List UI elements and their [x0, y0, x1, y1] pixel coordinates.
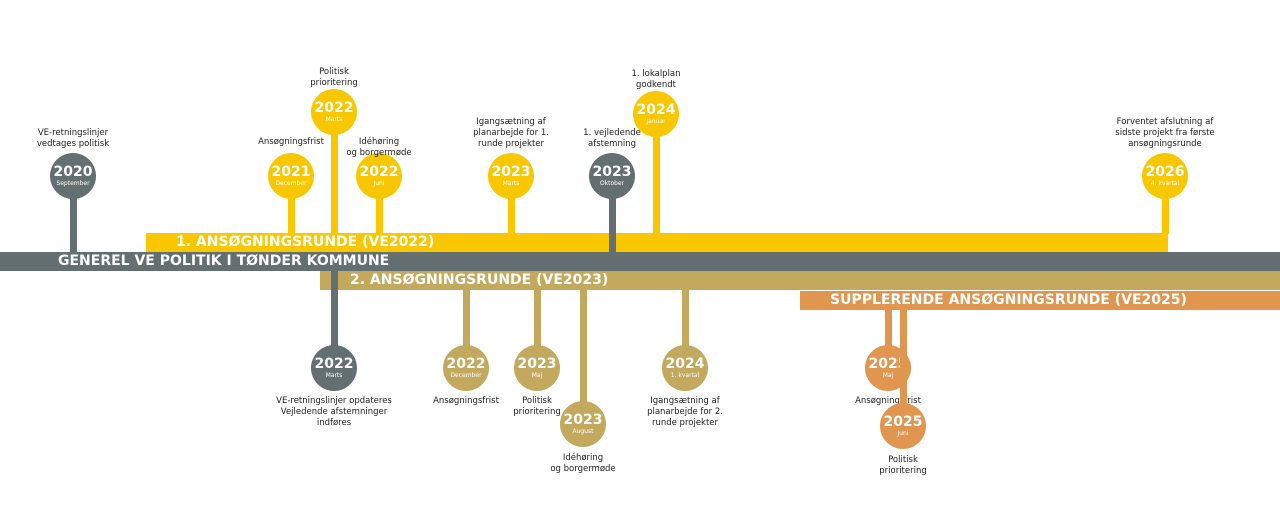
bar-runde2: 2. ANSØGNINGSRUNDE (VE2023) [320, 271, 1280, 290]
milestone-month: Oktober [599, 180, 625, 187]
milestone-stem [885, 310, 892, 348]
milestone-stem [508, 196, 515, 234]
milestone-stem [331, 132, 338, 234]
milestone-label: Igangsætning af planarbejde for 1. runde… [473, 117, 549, 149]
milestone-label: Idéhøring og borgermøde [346, 137, 412, 158]
milestone-stem [609, 196, 616, 254]
milestone-stem [331, 271, 338, 348]
milestone-month: Juni [373, 180, 385, 187]
milestone-stem [682, 290, 689, 348]
milestone-stem [1162, 196, 1169, 234]
milestone-stem [70, 196, 77, 254]
bar-runde1: 1. ANSØGNINGSRUNDE (VE2022) [146, 233, 1168, 252]
bar-runde2-label: 2. ANSØGNINGSRUNDE (VE2023) [350, 272, 609, 288]
milestone-stem [288, 196, 295, 234]
milestone-year: 2022 [314, 356, 354, 372]
milestone-label: Ansøgningsfrist [433, 396, 499, 406]
milestone-year: 2023 [563, 412, 603, 428]
milestone-year: 2023 [517, 356, 557, 372]
milestone-month: 4. kvartal [1150, 180, 1180, 187]
milestone-year: 2022 [314, 100, 354, 116]
milestone-year: 2022 [446, 356, 486, 372]
milestone-month: December [275, 180, 307, 187]
milestone-month: December [450, 372, 482, 379]
milestone-month: Maj [531, 372, 543, 379]
milestone-month: Januar [646, 118, 666, 125]
milestone-year: 2023 [592, 164, 632, 180]
milestone-label: Politisk prioritering [513, 396, 561, 417]
milestone-label: Igangsætning af planarbejde for 2. runde… [647, 396, 723, 428]
milestone-stem [580, 290, 587, 404]
milestone-stem [463, 290, 470, 348]
milestone-year: 2023 [491, 164, 531, 180]
bar-supplerende-label: SUPPLERENDE ANSØGNINGSRUNDE (VE2025) [830, 292, 1187, 308]
milestone-stem [534, 290, 541, 348]
bar-generel-label: GENEREL VE POLITIK I TØNDER KOMMUNE [58, 253, 390, 269]
milestone-year: 2026 [1145, 164, 1185, 180]
milestone-label: Politisk prioritering [879, 455, 927, 476]
milestone-label: VE-retningslinjer opdateres Vejledende a… [276, 396, 392, 428]
milestone-month: September [56, 180, 90, 187]
milestone-label: VE-retningslinjer vedtages politisk [36, 128, 110, 149]
milestone-label: Idéhøring og borgermøde [550, 453, 616, 474]
milestone-month: 1. kvartal [670, 372, 700, 379]
milestone-stem [653, 134, 660, 234]
milestone-label: 1. vejledende afstemning [583, 128, 641, 149]
milestone-year: 2024 [665, 356, 705, 372]
bar-runde1-label: 1. ANSØGNINGSRUNDE (VE2022) [176, 234, 435, 250]
bar-generel: GENEREL VE POLITIK I TØNDER KOMMUNE [0, 252, 1280, 271]
milestone-year: 2025 [883, 414, 923, 430]
milestone-year: 2020 [53, 164, 93, 180]
milestone-label: Ansøgningsfrist [258, 137, 324, 147]
milestone-month: August [572, 428, 594, 435]
milestone-year: 2025 [868, 356, 908, 372]
bar-supplerende: SUPPLERENDE ANSØGNINGSRUNDE (VE2025) [800, 291, 1280, 310]
milestone-month: Maj [882, 372, 894, 379]
milestone-year: 2022 [359, 164, 399, 180]
milestone-label: Ansøgningsfrist [855, 396, 921, 406]
milestone-year: 2021 [271, 164, 311, 180]
milestone-month: Marts [502, 180, 520, 187]
milestone-month: Marts [325, 116, 343, 123]
milestone-year: 2024 [636, 102, 676, 118]
milestone-stem [900, 310, 907, 406]
milestone-label: Politisk prioritering [310, 67, 358, 88]
milestone-label: Forventet afslutning af sidste projekt f… [1115, 117, 1215, 149]
milestone-month: Marts [325, 372, 343, 379]
milestone-stem [376, 196, 383, 234]
milestone-label: 1. lokalplan godkendt [631, 69, 681, 90]
milestone-month: Juni [897, 430, 909, 437]
